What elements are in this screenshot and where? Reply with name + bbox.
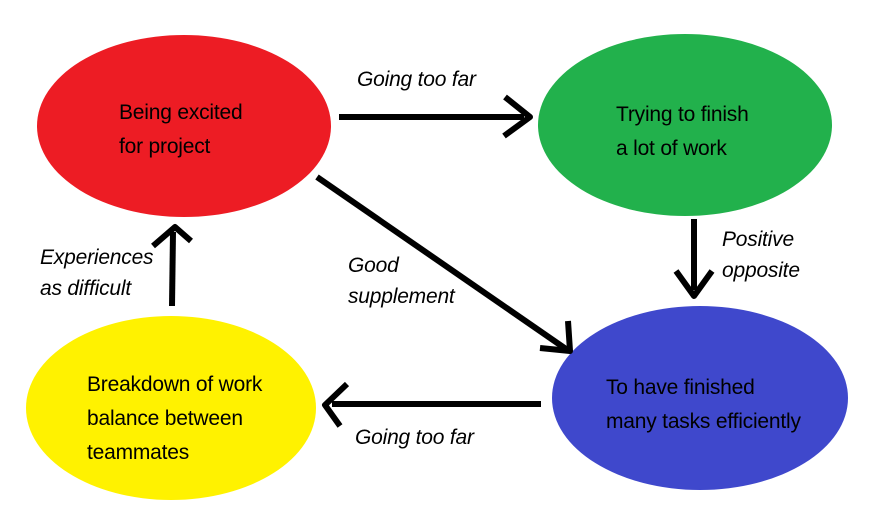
- edge-label-line: as difficult: [40, 277, 131, 300]
- edge-label-line: Going too far: [357, 68, 476, 91]
- node-ellipse-finished-tasks: [552, 306, 848, 490]
- node-ellipse-trying-to-finish: [538, 34, 832, 216]
- edge-label-going-too-far-bottom: Going too far: [355, 422, 474, 453]
- node-ellipse-being-excited: [37, 35, 331, 217]
- arrow-trying-to-finished: [673, 219, 715, 299]
- edge-label-line: supplement: [348, 285, 455, 308]
- node-label-line: Being excited: [119, 101, 243, 124]
- edge-label-line: Going too far: [355, 426, 474, 449]
- arrow-finished-to-breakdown: [322, 381, 541, 428]
- node-label-line: a lot of work: [616, 137, 727, 160]
- edge-label-line: Positive: [722, 228, 794, 251]
- arrow-excited-to-finished: [315, 174, 573, 354]
- arrow-breakdown-to-excited: [151, 224, 193, 307]
- edge-label-line: Good: [348, 254, 399, 277]
- node-label-line: balance between: [87, 407, 243, 430]
- node-label-finished-tasks: To have finished many tasks efficiently: [606, 371, 801, 439]
- node-label-being-excited: Being excited for project: [119, 96, 243, 164]
- node-ellipse-breakdown: [26, 316, 316, 500]
- node-label-trying-to-finish: Trying to finish a lot of work: [616, 98, 749, 166]
- node-label-line: teammates: [87, 441, 190, 464]
- arrow-excited-to-trying: [339, 94, 533, 139]
- node-label-line: To have finished: [606, 376, 755, 399]
- node-label-line: for project: [119, 135, 211, 158]
- node-label-line: Breakdown of work: [87, 373, 263, 396]
- edge-label-line: opposite: [722, 259, 800, 282]
- edge-label-going-too-far-top: Going too far: [357, 64, 476, 95]
- node-label-line: many tasks efficiently: [606, 410, 801, 433]
- node-label-breakdown: Breakdown of work balance between teamma…: [87, 368, 262, 470]
- edge-label-experiences-as-difficult: Experiences as difficult: [40, 242, 154, 304]
- node-label-line: Trying to finish: [616, 103, 749, 126]
- edge-label-good-supplement: Good supplement: [348, 250, 455, 312]
- edge-label-line: Experiences: [40, 246, 154, 269]
- edge-label-positive-opposite: Positive opposite: [722, 224, 800, 286]
